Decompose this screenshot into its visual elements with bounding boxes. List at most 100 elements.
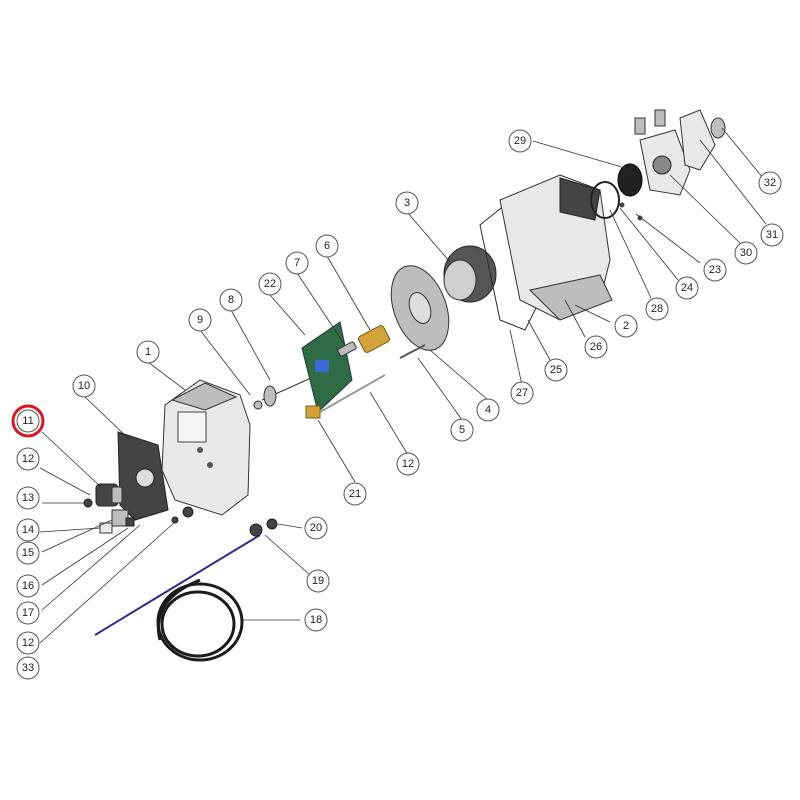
callout-circle [544,358,568,382]
callout-1: 1 [136,340,160,364]
oring-part-28 [590,181,620,219]
screw-part-24 [619,202,625,208]
callout-circle [306,569,330,593]
callout-12: 12 [396,452,420,476]
callout-13: 13 [16,486,40,510]
callout-label: 22 [264,278,276,290]
callout-11: 11 [16,409,40,433]
callout-circle [675,276,699,300]
callout-circle [16,656,40,680]
valves-part-31 [634,109,666,135]
ring-part-20 [266,518,278,530]
flange-part-4 [390,265,450,351]
callout-circle [510,381,534,405]
callout-20: 20 [304,516,328,540]
callout-label: 14 [22,524,34,536]
callout-circle [304,608,328,632]
callout-label: 4 [485,404,491,416]
knob-part-11 [95,483,123,507]
callout-circle [396,452,420,476]
callout-4: 4 [476,398,500,422]
washer-part-19 [249,523,263,537]
callout-9: 9 [188,308,212,332]
callout-circle [188,308,212,332]
callout-29: 29 [508,129,532,153]
callout-24: 24 [675,276,699,300]
callout-label: 11 [22,415,33,427]
callout-circle [258,272,282,296]
callout-label: 8 [228,294,234,306]
leader-lines [39,127,767,644]
callout-circle [734,241,758,265]
shaft-part-8 [261,364,341,407]
coiled-cable-part-18 [156,578,244,662]
washer-part-9 [253,400,263,410]
callout-label: 27 [516,387,528,399]
callout-23: 23 [703,258,727,282]
callout-label: 21 [349,488,361,500]
callout-circle [760,223,784,247]
callout-circle [645,297,669,321]
callout-17: 17 [16,601,40,625]
callout-label: 7 [294,257,300,269]
callout-circle [450,418,474,442]
callout-7: 7 [285,251,309,275]
callout-circle [16,447,40,471]
callout-label: 10 [78,380,90,392]
callout-26: 26 [584,335,608,359]
callout-label: 3 [404,197,410,209]
callout-label: 1 [145,346,151,358]
block-part-16 [125,517,135,527]
callout-circle [614,314,638,338]
callout-label: 6 [324,240,330,252]
callout-circle [16,518,40,542]
callout-label: 9 [197,314,203,326]
callout-5: 5 [450,418,474,442]
callout-label: 19 [312,575,324,587]
callout-19: 19 [306,569,330,593]
callout-label: 20 [310,522,322,534]
nut-part-13 [83,498,93,508]
callout-label: 15 [22,547,34,559]
callout-label: 31 [766,229,778,241]
cover-part-32 [679,109,716,171]
callout-label: 32 [764,177,776,189]
callout-label: 28 [651,303,663,315]
callout-30: 30 [734,241,758,265]
callout-12: 12 [16,631,40,655]
callout-33: 33 [16,656,40,680]
callout-circle [304,516,328,540]
callout-14: 14 [16,518,40,542]
spring-part-7 [337,341,357,357]
callout-circle [72,374,96,398]
coupling-part-6 [357,325,391,353]
gasket-part-27 [479,204,541,331]
screw-part-23 [637,215,643,221]
callout-25: 25 [544,358,568,382]
callout-label: 16 [22,580,34,592]
blue-wire-part-17 [94,534,261,636]
callout-circle [16,631,40,655]
callout-label: 18 [310,614,322,626]
callout-label: 29 [514,135,526,147]
callout-label: 23 [709,264,721,276]
callout-8: 8 [219,288,243,312]
callout-label: 13 [22,492,34,504]
callout-31: 31 [760,223,784,247]
callout-circle [758,171,782,195]
callout-circle [343,482,367,506]
callout-label: 33 [22,662,34,674]
callout-28: 28 [645,297,669,321]
callout-27: 27 [510,381,534,405]
motor-part-3 [443,245,497,303]
callout-21: 21 [343,482,367,506]
diaphragm-part-29 [617,163,643,197]
callout-circle [16,486,40,510]
callout-label: 25 [550,364,562,376]
callout-circle [315,234,339,258]
callout-circle [703,258,727,282]
callout-32: 32 [758,171,782,195]
callout-circle [136,340,160,364]
